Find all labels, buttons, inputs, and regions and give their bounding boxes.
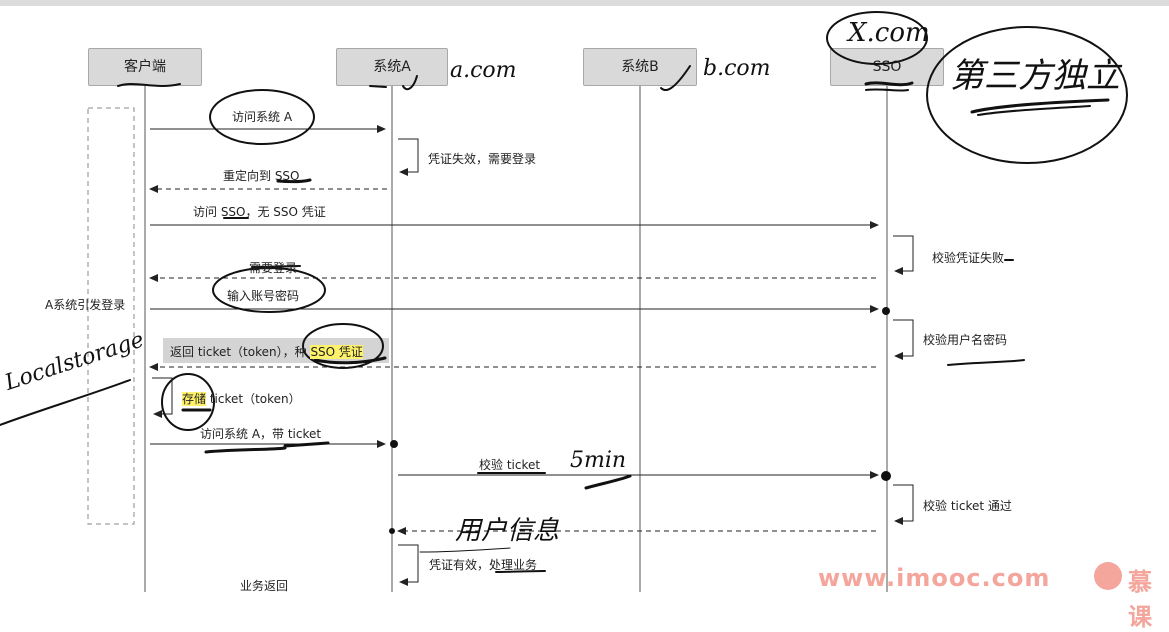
label-verify-ticket: 校验 ticket (479, 458, 541, 472)
watermark-url: www.imooc.com (818, 564, 1051, 592)
label-store-text: ticket（token） (206, 392, 301, 406)
pen-strokes (0, 11, 1128, 573)
label-store-highlight: 存储 (182, 392, 207, 406)
dots (389, 307, 891, 534)
note-sso-independent: 第三方独立 (950, 56, 1120, 96)
actor-system-b: 系统B (583, 48, 697, 86)
label-cred-valid: 凭证有效，处理业务 (429, 558, 538, 572)
sequence-diagram (0, 11, 1128, 592)
note-a-domain: a.com (450, 58, 517, 83)
login-group-box (87, 107, 135, 525)
label-visit-sso: 访问 SSO，无 SSO 凭证 (193, 205, 326, 219)
label-visit-a: 访问系统 A (232, 110, 293, 124)
actor-system-a: 系统A (336, 48, 448, 86)
label-cred-invalid: 凭证失效，需要登录 (428, 152, 537, 166)
label-need-login: 需要登录 (249, 261, 298, 275)
self-sso-2 (893, 319, 914, 360)
label-biz-return: 业务返回 (240, 579, 289, 593)
note-b-domain: b.com (703, 56, 771, 81)
self-sso-3 (893, 484, 914, 525)
self-sso-1 (893, 235, 914, 275)
label-store-ticket: 存储 ticket（token） (182, 390, 301, 407)
label-sso-cred-highlight: SSO 凭证 (310, 345, 363, 359)
note-user-info: 用户信息 (455, 516, 560, 546)
label-visit-a-ticket: 访问系统 A，带 ticket (200, 427, 322, 441)
imooc-logo-icon (1094, 562, 1122, 590)
label-return-ticket-text: 返回 ticket（token），种 (170, 345, 311, 359)
note-x-domain: X.com (848, 18, 930, 48)
self-client-store (152, 377, 173, 418)
label-verify-user: 校验用户名密码 (923, 333, 1008, 347)
note-five-min: 5min (570, 448, 627, 473)
self-a-1 (398, 138, 419, 176)
label-redirect-sso: 重定向到 SSO (223, 169, 300, 183)
watermark-brand: 慕课 (1128, 568, 1152, 631)
self-a-2 (398, 544, 419, 586)
label-group: A系统引发登录 (45, 298, 126, 312)
label-return-ticket: 返回 ticket（token），种 SSO 凭证 (170, 343, 363, 360)
label-verify-fail: 校验凭证失败 (932, 251, 1005, 265)
top-bar (0, 0, 1169, 6)
actor-client: 客户端 (88, 48, 202, 86)
label-ticket-pass: 校验 ticket 通过 (923, 499, 1012, 513)
label-input-creds: 输入账号密码 (227, 289, 300, 303)
